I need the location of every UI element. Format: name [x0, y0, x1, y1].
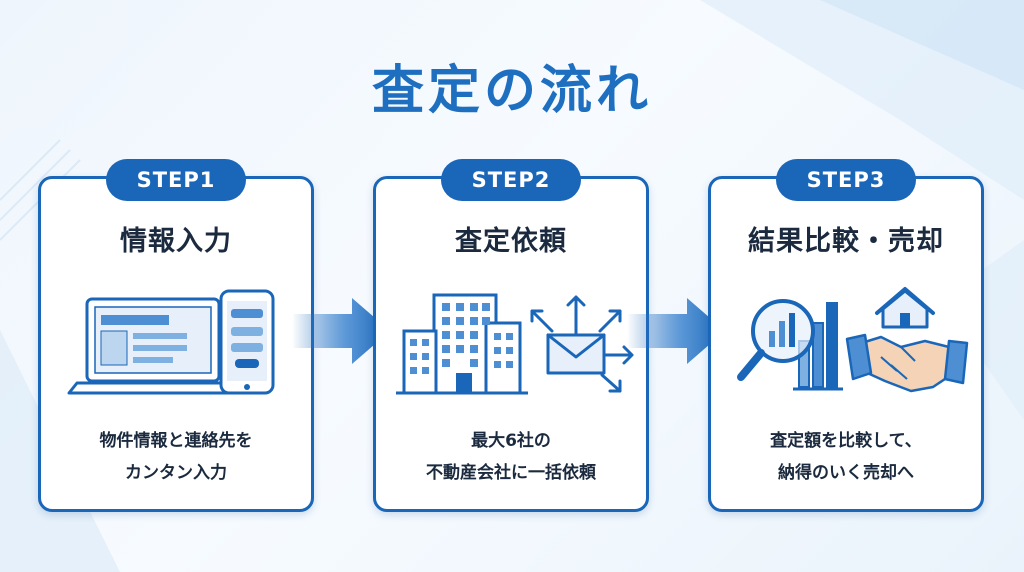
arrow-right-icon: [292, 298, 390, 364]
step-illustration: [67, 289, 275, 395]
step-badge: STEP1: [106, 159, 246, 201]
step-card-1: STEP1 情報入力 物件情報と連絡先を カンタン入力: [38, 159, 314, 512]
step-title: 結果比較・売却: [748, 226, 944, 257]
step-description-line: 最大6社の: [471, 431, 551, 451]
step-description: 物件情報と連絡先を カンタン入力: [41, 425, 311, 489]
step-title: 査定依頼: [455, 226, 567, 257]
step-description-line: 納得のいく売却へ: [778, 463, 914, 483]
mail-send-icon: [530, 295, 634, 393]
arrow-right-icon: [627, 298, 725, 364]
magnifier-chart-icon: [737, 299, 843, 391]
step-description-line: 不動産会社に一括依頼: [426, 463, 596, 483]
step-description-line: 査定額を比較して、: [770, 431, 922, 451]
step-card-2: STEP2 査定依頼: [373, 159, 649, 512]
step-description: 最大6社の 不動産会社に一括依頼: [376, 425, 646, 489]
step-badge: STEP3: [776, 159, 916, 201]
step-illustration: [396, 293, 634, 395]
step-description-line: カンタン入力: [125, 463, 227, 483]
smartphone-icon: [219, 289, 275, 395]
page-title: 査定の流れ: [371, 61, 652, 121]
step-description-line: 物件情報と連絡先を: [99, 431, 253, 451]
laptop-icon: [67, 297, 239, 395]
office-building-icon: [396, 293, 528, 395]
handshake-house-icon: [845, 287, 969, 393]
step-card-3: STEP3 結果比較・売却 査定額を比較して、 納得のいく売却へ: [708, 159, 984, 512]
step-title: 情報入力: [120, 226, 232, 257]
step-description: 査定額を比較して、 納得のいく売却へ: [711, 425, 981, 489]
step-illustration: [737, 287, 969, 393]
step-badge: STEP2: [441, 159, 581, 201]
